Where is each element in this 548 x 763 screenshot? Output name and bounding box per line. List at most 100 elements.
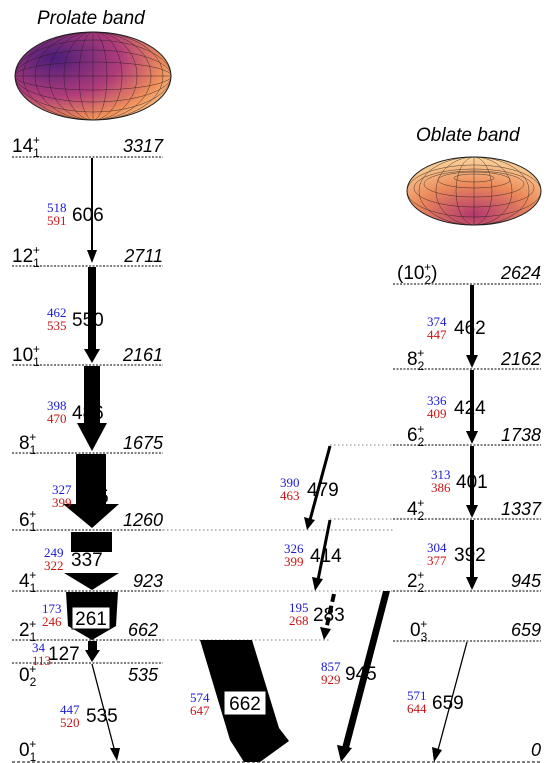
transition-red-value: 535: [47, 318, 67, 333]
level-energy: 923: [133, 571, 163, 591]
oblate-ellipsoid-icon: [406, 156, 542, 226]
transition-energy: 479: [307, 480, 339, 501]
band-connectors: [163, 444, 393, 641]
transition-red-value: 268: [289, 613, 309, 628]
level-energy: 2162: [500, 349, 541, 369]
transition-energy: 401: [456, 472, 488, 493]
prolate-ellipsoid-icon: [14, 31, 172, 121]
transition-energy: 337: [71, 550, 103, 571]
level-label: 22+: [407, 568, 425, 595]
transition-blue-value: 571: [407, 688, 427, 703]
transition-energy: 462: [454, 318, 486, 339]
transition-blue-value: 574: [190, 690, 210, 705]
transition-red-value: 470: [47, 411, 67, 426]
oblate-band-title: Oblate band: [416, 125, 521, 146]
transition-energy: 486: [72, 403, 104, 424]
level-label: (102+): [397, 260, 438, 287]
level-label: 01+: [19, 737, 37, 763]
level-energy: 1337: [501, 499, 542, 519]
transition-red-value: 520: [60, 715, 80, 730]
transition-blue-value: 327: [52, 482, 72, 497]
transition-red-value: 447: [427, 327, 447, 342]
transition-red-value: 246: [42, 614, 62, 629]
transition-blue-value: 249: [44, 545, 64, 560]
transition-blue-value: 518: [47, 200, 67, 215]
transition-red-value: 647: [190, 703, 210, 718]
level-label: 121+: [12, 243, 40, 270]
level-label: 03+: [410, 617, 428, 644]
transition-label-box: [71, 606, 111, 630]
level-energy: 1675: [123, 433, 164, 453]
prolate-band-title: Prolate band: [37, 8, 146, 29]
transition-energy: 415: [77, 487, 109, 508]
transition-blue-value: 326: [284, 541, 304, 556]
transition-blue-value: 173: [42, 601, 62, 616]
transition-red-value: 399: [284, 554, 304, 569]
level-label: 141+: [12, 133, 40, 160]
level-energy: 2711: [123, 246, 163, 266]
oblate-transition-labels: 374 447 462 336 409 424 313 386 401 304 …: [407, 314, 488, 716]
transition-red-value: 399: [52, 495, 72, 510]
level-label: 02+: [19, 662, 37, 689]
transition-blue-value: 398: [47, 398, 67, 413]
transition-blue-value: 304: [427, 540, 447, 555]
level-energy: 1738: [501, 425, 541, 445]
level-label: 62+: [407, 422, 425, 449]
transition-red-value: 113: [32, 653, 51, 668]
transition-blue-value: 447: [60, 702, 80, 717]
transition-energy: 261: [75, 609, 107, 630]
transition-blue-value: 390: [280, 475, 300, 490]
level-label: 42+: [407, 496, 425, 523]
level-energy: 535: [128, 665, 159, 685]
transition-energy: 550: [72, 310, 104, 331]
transition-red-value: 644: [407, 701, 427, 716]
level-energy: 0: [531, 740, 541, 760]
level-label: 21+: [19, 617, 37, 644]
transition-energy: 127: [48, 644, 80, 665]
transition-energy: 606: [72, 205, 104, 226]
prolate-level-labels: 141+ 3317 121+ 2711 101+ 2161 81+ 1675 6…: [12, 133, 541, 763]
transition-red-value: 386: [431, 480, 451, 495]
transition-red-value: 929: [321, 672, 341, 687]
level-energy: 1260: [123, 510, 163, 530]
transition-red-value: 463: [280, 488, 300, 503]
transition-blue-value: 336: [427, 393, 447, 408]
oblate-transition-arrows: [304, 285, 478, 762]
prolate-transition-labels: 518 591 606 462 535 550 398 470 486 327 …: [32, 200, 267, 730]
transition-red-value: 322: [44, 558, 64, 573]
prolate-transition-arrows: [63, 158, 289, 762]
transition-red-value: 377: [427, 553, 447, 568]
level-energy: 2161: [122, 345, 163, 365]
transition-energy: 392: [454, 545, 486, 566]
transition-energy: 283: [313, 605, 345, 626]
level-lines: [12, 156, 541, 664]
transition-blue-value: 374: [427, 314, 447, 329]
level-label: 61+: [19, 507, 37, 534]
level-label: 41+: [19, 568, 37, 595]
transition-red-value: 409: [427, 406, 447, 421]
level-label: 101+: [12, 342, 40, 369]
transition-energy: 659: [432, 693, 464, 714]
transition-energy: 945: [345, 664, 377, 685]
level-label: 81+: [19, 430, 37, 457]
level-label: 82+: [407, 346, 425, 373]
cross-transition-labels: 390 463 479 326 399 414 195 268 283 857 …: [280, 475, 377, 687]
transition-energy: 535: [86, 706, 118, 727]
transition-energy: 414: [310, 546, 342, 567]
transition-blue-value: 857: [321, 659, 341, 674]
oblate-level-labels: (102+) 2624 82+ 2162 62+ 1738 42+ 1337 2…: [397, 260, 542, 644]
level-energy: 659: [511, 620, 541, 640]
level-energy: 945: [511, 571, 542, 591]
transition-blue-value: 462: [47, 305, 67, 320]
transition-red-value: 591: [47, 213, 67, 228]
level-energy: 2624: [500, 263, 541, 283]
transition-label-box: [223, 690, 267, 716]
transition-blue-value: 313: [431, 467, 451, 482]
level-energy: 662: [128, 620, 158, 640]
transition-blue-value: 34: [32, 640, 46, 655]
transition-energy: 662: [229, 694, 261, 715]
transition-blue-value: 195: [289, 600, 309, 615]
transition-energy: 424: [454, 398, 486, 419]
level-energy: 3317: [123, 136, 164, 156]
